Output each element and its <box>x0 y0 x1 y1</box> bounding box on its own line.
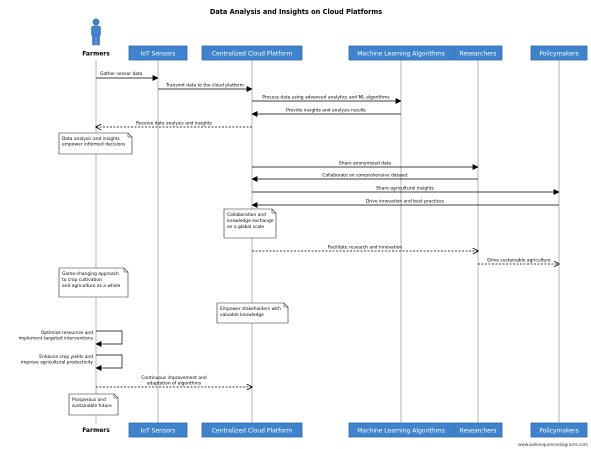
message-label: Drive sustainable agriculture <box>487 257 551 263</box>
message-receive-insights: Receive data analysis and insights <box>96 120 252 127</box>
participant-ml-algorithms-top: Machine Learning Algorithms <box>348 45 454 61</box>
message-label: Collaborate on comprehensive dataset <box>322 172 407 178</box>
actor-label-farmers-bottom: Farmers <box>82 427 110 434</box>
actor-label-farmers: Farmers <box>82 51 110 58</box>
message-label: Process data using advanced analytics an… <box>262 94 390 100</box>
diagram-title: Data Analysis and Insights on Cloud Plat… <box>210 8 382 16</box>
message-label: Facilitate research and innovation <box>328 244 403 250</box>
message-process-data: Process data using advanced analytics an… <box>252 94 402 104</box>
message-collaborate-dataset: Collaborate on comprehensive dataset <box>251 172 478 182</box>
actor-farmers-top: Farmers <box>82 18 110 58</box>
participant-label-researchers: Researchers <box>460 50 497 57</box>
message-drive-innovation: Drive innovation and best practices <box>251 198 559 208</box>
participant-label-ml-algorithms: Machine Learning Algorithms <box>357 427 445 434</box>
watermark: www.websequencediagrams.com <box>518 442 588 447</box>
message-provide-insights: Provide insights and analysis results <box>251 107 401 117</box>
message-label: Drive innovation and best practices <box>366 198 445 204</box>
participant-iot-sensors-bottom: IoT Sensors <box>128 422 188 438</box>
message-label: Transmit data to the cloud platform <box>165 82 244 88</box>
participant-ml-algorithms-bottom: Machine Learning Algorithms <box>348 422 454 438</box>
participant-researchers-top: Researchers <box>453 45 503 61</box>
participant-label-cloud-platform: Centralized Cloud Platform <box>212 427 293 434</box>
participant-label-iot-sensors: IoT Sensors <box>141 50 176 57</box>
participant-label-iot-sensors: IoT Sensors <box>141 427 176 434</box>
participant-label-ml-algorithms: Machine Learning Algorithms <box>357 50 445 57</box>
participant-label-policymakers: Policymakers <box>539 427 578 434</box>
participant-label-cloud-platform: Centralized Cloud Platform <box>212 50 293 57</box>
participant-label-researchers: Researchers <box>460 427 497 434</box>
message-share-anonymized-data: Share anonymized data <box>252 160 479 170</box>
message-label: Share anonymized data <box>339 160 391 166</box>
participant-policymakers-top: Policymakers <box>530 45 588 61</box>
participant-cloud-platform-top: Centralized Cloud Platform <box>201 45 303 61</box>
message-label: Gather sensor data <box>100 71 143 77</box>
participant-policymakers-bottom: Policymakers <box>530 422 588 438</box>
participant-label-policymakers: Policymakers <box>539 50 578 57</box>
message-transmit-data: Transmit data to the cloud platform <box>158 82 253 92</box>
message-label: Receive data analysis and insights <box>136 120 212 126</box>
message-facilitate-research: Facilitate research and innovation <box>252 244 478 251</box>
message-label: Share agricultural insights <box>376 185 434 191</box>
message-label: Provide insights and analysis results <box>286 107 366 113</box>
message-gather-sensor-data: Gather sensor data <box>96 71 159 81</box>
participant-cloud-platform-bottom: Centralized Cloud Platform <box>201 422 303 438</box>
person-icon <box>91 18 101 46</box>
participant-researchers-bottom: Researchers <box>453 422 503 438</box>
participant-iot-sensors-top: IoT Sensors <box>128 45 188 61</box>
message-share-agricultural-insights: Share agricultural insights <box>252 185 560 195</box>
message-drive-sustainable-agriculture: Drive sustainable agriculture <box>478 257 559 264</box>
